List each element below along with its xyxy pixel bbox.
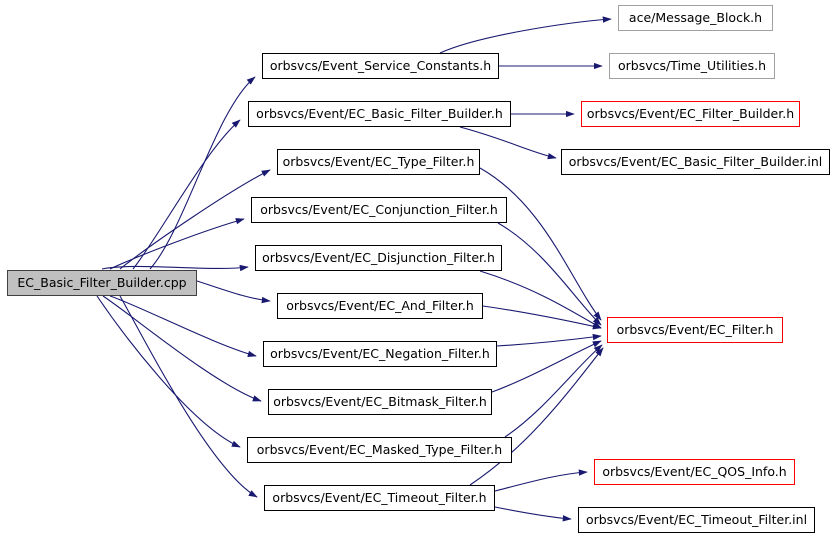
edge-root-to-andfilter xyxy=(196,280,271,304)
edge-masked-to-ecfilter xyxy=(504,344,603,438)
graph-node-msgblock[interactable]: ace/Message_Block.h xyxy=(618,5,773,31)
graph-node-label: orbsvcs/Event/EC_Negation_Filter.h xyxy=(270,345,490,361)
graph-node-esconst[interactable]: orbsvcs/Event_Service_Constants.h xyxy=(262,53,499,79)
graph-node-ecfilter[interactable]: orbsvcs/Event/EC_Filter.h xyxy=(607,317,783,343)
graph-node-label: orbsvcs/Event/EC_QOS_Info.h xyxy=(602,463,787,479)
edge-negation-to-ecfilter xyxy=(496,333,602,347)
edge-root-to-negation xyxy=(109,295,257,357)
graph-node-label: orbsvcs/Event/EC_Bitmask_Filter.h xyxy=(273,393,487,409)
edge-group xyxy=(96,16,612,522)
edge-typefilter-to-ecfilter xyxy=(479,167,602,321)
graph-node-label: orbsvcs/Event/EC_Filter_Builder.h xyxy=(586,105,795,121)
edge-bitmask-to-ecfilter xyxy=(491,340,602,393)
graph-node-label: orbsvcs/Event/EC_Basic_Filter_Builder.in… xyxy=(568,153,823,169)
edge-root-to-bitmask xyxy=(102,295,262,402)
edge-timeout-to-timeoutinl xyxy=(494,506,572,522)
graph-node-label: orbsvcs/Event/EC_Basic_Filter_Builder.h xyxy=(256,105,503,121)
edge-root-to-conjunction xyxy=(109,218,245,270)
edge-timeout-to-ecfilter xyxy=(469,347,604,486)
edge-root-to-masked xyxy=(96,295,241,448)
edge-timeout-to-qosinfo xyxy=(494,469,588,492)
graph-node-label: ace/Message_Block.h xyxy=(628,9,763,25)
graph-node-label: orbsvcs/Event/EC_Timeout_Filter.inl xyxy=(585,511,808,527)
graph-node-label: orbsvcs/Event/EC_Disjunction_Filter.h xyxy=(262,249,495,265)
edge-root-to-esconst xyxy=(149,76,256,270)
graph-node-label: orbsvcs/Event/EC_Filter.h xyxy=(616,321,774,337)
graph-node-label: orbsvcs/Event/EC_Conjunction_Filter.h xyxy=(260,201,498,217)
graph-node-typefilter[interactable]: orbsvcs/Event/EC_Type_Filter.h xyxy=(277,149,480,175)
graph-node-label: EC_Basic_Filter_Builder.cpp xyxy=(17,274,187,290)
graph-node-label: orbsvcs/Event_Service_Constants.h xyxy=(269,57,492,73)
edge-root-to-timeout xyxy=(119,295,258,498)
graph-node-basicbh[interactable]: orbsvcs/Event/EC_Basic_Filter_Builder.h xyxy=(248,101,511,127)
graph-node-negation[interactable]: orbsvcs/Event/EC_Negation_Filter.h xyxy=(263,341,497,367)
edge-conjunction-to-ecfilter xyxy=(497,222,602,326)
graph-node-timeutil[interactable]: orbsvcs/Time_Utilities.h xyxy=(609,53,775,79)
graph-node-label: orbsvcs/Event/EC_Type_Filter.h xyxy=(282,153,475,169)
graph-node-masked[interactable]: orbsvcs/Event/EC_Masked_Type_Filter.h xyxy=(247,437,512,463)
graph-node-label: orbsvcs/Event/EC_And_Filter.h xyxy=(286,297,474,313)
graph-node-basicbinl[interactable]: orbsvcs/Event/EC_Basic_Filter_Builder.in… xyxy=(561,149,830,175)
graph-node-root[interactable]: EC_Basic_Filter_Builder.cpp xyxy=(7,270,197,296)
graph-node-label: orbsvcs/Time_Utilities.h xyxy=(617,57,766,73)
edge-esconst-to-msgblock xyxy=(439,16,612,54)
graph-node-andfilter[interactable]: orbsvcs/Event/EC_And_Filter.h xyxy=(277,293,483,319)
graph-node-bitmask[interactable]: orbsvcs/Event/EC_Bitmask_Filter.h xyxy=(268,389,492,415)
graph-node-conjunction[interactable]: orbsvcs/Event/EC_Conjunction_Filter.h xyxy=(251,197,507,223)
edge-root-to-disjunction xyxy=(101,264,249,272)
edge-basicbh-to-basicbinl xyxy=(459,126,557,160)
graph-node-timeoutinl[interactable]: orbsvcs/Event/EC_Timeout_Filter.inl xyxy=(578,507,815,533)
edge-disjunction-to-ecfilter xyxy=(479,270,602,329)
graph-node-timeout[interactable]: orbsvcs/Event/EC_Timeout_Filter.h xyxy=(264,485,495,511)
graph-node-qosinfo[interactable]: orbsvcs/Event/EC_QOS_Info.h xyxy=(594,459,795,485)
graph-node-label: orbsvcs/Event/EC_Masked_Type_Filter.h xyxy=(256,441,503,457)
graph-node-label: orbsvcs/Event/EC_Timeout_Filter.h xyxy=(272,489,487,505)
graph-node-disjunction[interactable]: orbsvcs/Event/EC_Disjunction_Filter.h xyxy=(255,245,502,271)
edge-andfilter-to-ecfilter xyxy=(482,305,602,330)
graph-node-filterbh[interactable]: orbsvcs/Event/EC_Filter_Builder.h xyxy=(581,101,800,127)
